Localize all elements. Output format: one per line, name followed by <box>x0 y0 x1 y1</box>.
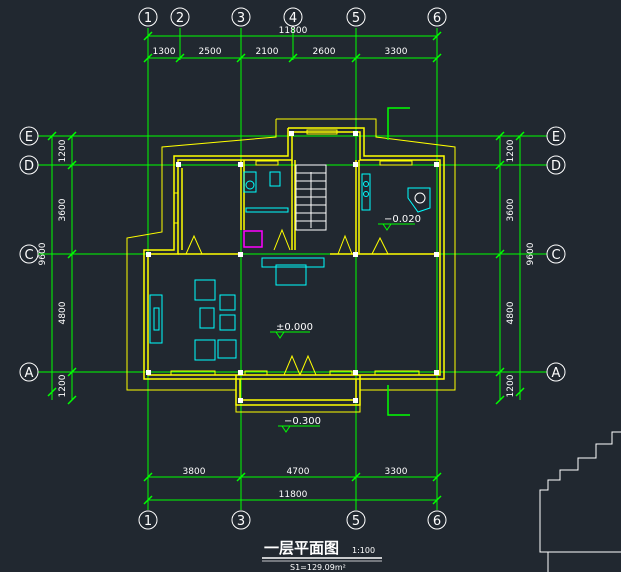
dim-top-seg-2: 2500 <box>199 47 222 57</box>
axis-bottom-6: 6 <box>433 514 441 529</box>
axis-bottom-3: 3 <box>237 514 245 529</box>
axis-top-6: 6 <box>433 11 441 26</box>
furniture <box>149 171 431 361</box>
section-markers <box>387 107 410 416</box>
axis-right-e: E <box>552 130 560 145</box>
dim-left-seg-2: 3600 <box>58 198 68 221</box>
dim-bottom-seg-3: 3300 <box>385 467 408 477</box>
dim-right-total: 9600 <box>526 242 536 265</box>
axis-right-a: A <box>552 366 561 381</box>
dim-bottom-seg-1: 3800 <box>183 467 206 477</box>
dim-bottom-total: 11800 <box>279 490 308 500</box>
axis-left-d: D <box>24 159 34 174</box>
axis-top-2: 2 <box>176 11 184 26</box>
dim-left-seg-3: 4800 <box>58 301 68 324</box>
dim-bottom-seg-2: 4700 <box>287 467 310 477</box>
axis-bubbles <box>19 7 566 530</box>
dimension-ticks <box>47 31 525 505</box>
dim-right-seg-3: 4800 <box>506 301 516 324</box>
level-markers <box>270 223 415 433</box>
axis-labels: 1 2 3 4 5 6 1 3 5 6 E D C A E D C A <box>24 11 561 529</box>
axis-grid <box>38 28 547 510</box>
eave-outline <box>126 118 456 413</box>
drawing-title: 一层平面图 <box>264 539 339 557</box>
axis-top-5: 5 <box>352 11 360 26</box>
drawing-area: S1=129.09m² <box>290 563 346 572</box>
axis-left-c: C <box>24 248 33 263</box>
axis-right-c: C <box>551 248 560 263</box>
axis-bottom-1: 1 <box>144 514 152 529</box>
axis-top-3: 3 <box>237 11 245 26</box>
stair <box>295 164 327 231</box>
doors <box>185 228 389 376</box>
level-porch: −0.300 <box>284 416 321 427</box>
dim-left-seg-1: 1200 <box>58 139 68 162</box>
axis-left-a: A <box>25 366 34 381</box>
windows <box>170 129 420 376</box>
level-kitchen: −0.020 <box>384 214 421 225</box>
drawing-scale: 1:100 <box>352 546 375 555</box>
dim-top-total: 11800 <box>279 26 308 36</box>
dimension-labels: 11800 1300 2500 2100 2600 3300 3800 4700… <box>38 26 536 500</box>
dim-left-total: 9600 <box>38 242 48 265</box>
dim-right-seg-1: 1200 <box>506 139 516 162</box>
columns <box>146 131 439 403</box>
axis-left-e: E <box>25 130 33 145</box>
axis-top-4: 4 <box>289 11 297 26</box>
fixture-magenta <box>243 230 263 248</box>
dim-right-seg-4: 1200 <box>506 374 516 397</box>
dim-top-seg-4: 2600 <box>313 47 336 57</box>
dim-top-seg-3: 2100 <box>256 47 279 57</box>
dim-left-seg-4: 1200 <box>58 374 68 397</box>
corner-frame <box>539 431 621 553</box>
dim-right-seg-2: 3600 <box>506 198 516 221</box>
level-labels: ±0.000 −0.020 −0.300 <box>276 214 421 427</box>
axis-right-d: D <box>551 159 561 174</box>
dim-top-seg-5: 3300 <box>385 47 408 57</box>
level-main: ±0.000 <box>276 322 313 333</box>
axis-bottom-5: 5 <box>352 514 360 529</box>
axis-top-1: 1 <box>144 11 152 26</box>
dim-top-seg-1: 1300 <box>153 47 176 57</box>
